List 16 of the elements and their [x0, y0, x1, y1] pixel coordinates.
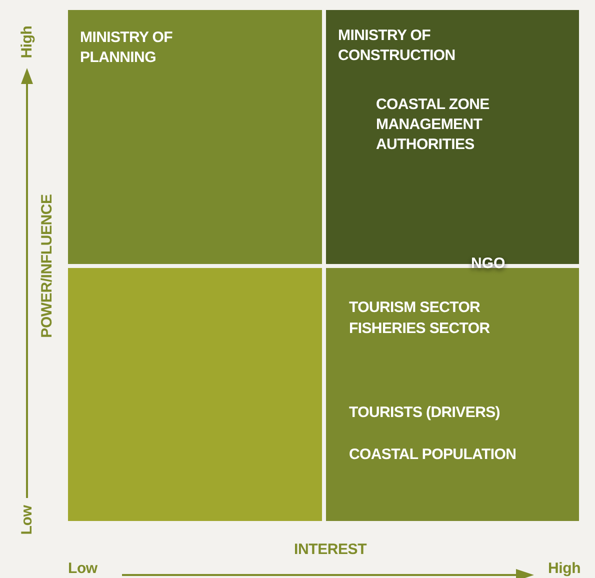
- stakeholder-label: MINISTRY OF CONSTRUCTION: [338, 26, 456, 66]
- stakeholder-label: FISHERIES SECTOR: [349, 319, 491, 339]
- stakeholder-label: TOURISTS (DRIVERS): [349, 403, 502, 423]
- axis-title: INTEREST: [294, 541, 367, 558]
- axis-label: Low: [18, 505, 36, 535]
- stakeholder-label: TOURISM SECTOR: [349, 298, 482, 318]
- stakeholder-label: MINISTRY OF PLANNING: [80, 28, 174, 68]
- stakeholder-label: COASTAL POPULATION: [349, 445, 518, 465]
- quadrant-box: [68, 10, 322, 264]
- stakeholder-label: COASTAL ZONE MANAGEMENT AUTHORITIES: [376, 95, 490, 155]
- axis-label: Low: [68, 560, 98, 577]
- axis-label: High: [548, 560, 581, 577]
- axis-label: High: [18, 26, 36, 58]
- quadrant-box: [326, 268, 579, 521]
- axis-title: POWER/INFLUENCE: [38, 194, 56, 338]
- quadrant-box: [68, 268, 322, 521]
